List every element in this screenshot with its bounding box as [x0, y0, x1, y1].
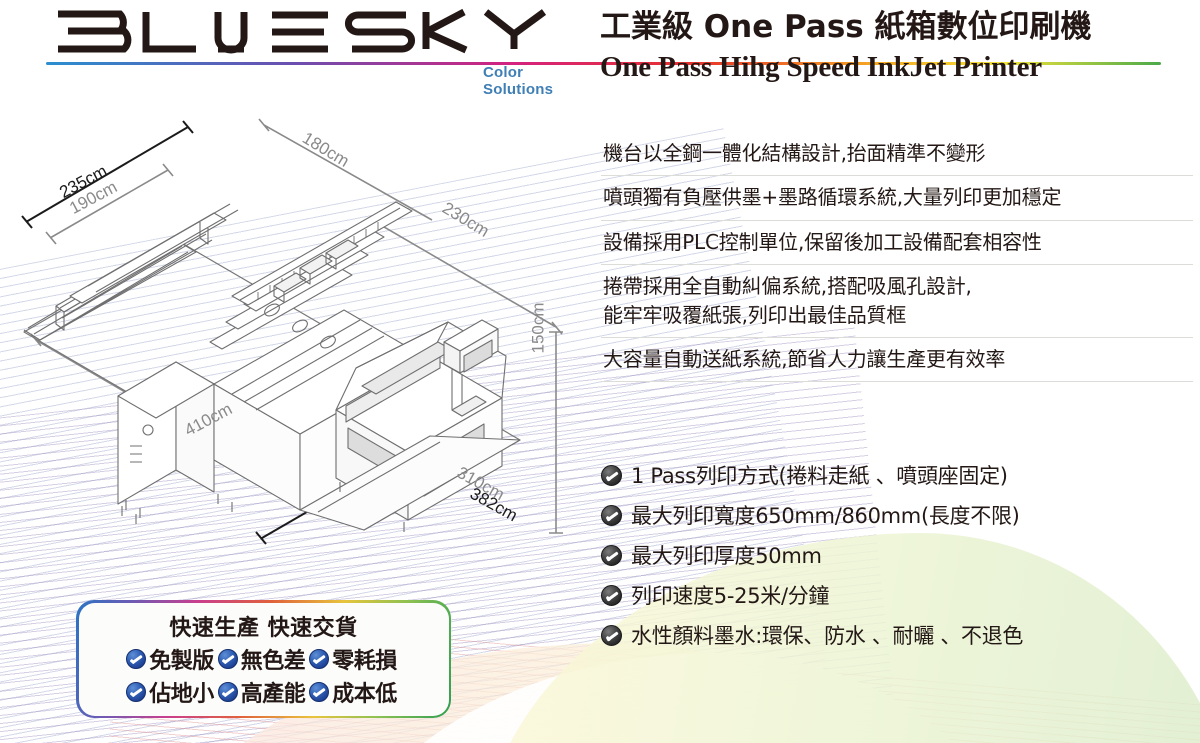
callout-row-2: 佔地小 高產能 成本低 — [126, 676, 401, 708]
feature-text: 大容量自動送紙系統,節省人力讓生產更有效率 — [603, 346, 1006, 371]
feature-row: 噴頭獨有負壓供墨+墨路循環系統,大量列印更加穩定 — [601, 176, 1193, 221]
check-badge-blue-icon — [126, 682, 147, 702]
feature-text: 設備採用PLC控制單位,保留後加工設備配套相容性 — [603, 229, 1042, 254]
dim-150cm: 150cm — [528, 302, 548, 354]
feature-row: 大容量自動送紙系統,節省人力讓生產更有效率 — [601, 338, 1193, 383]
callout-item: 無色差 — [217, 643, 310, 675]
callout-item: 高產能 — [217, 676, 310, 708]
spec-row: 1 Pass列印方式(捲料走紙 、噴頭座固定) — [601, 455, 1196, 495]
callout-label: 免製版 — [149, 649, 214, 674]
feature-list: 機台以全鋼一體化結構設計,抬面精準不變形 噴頭獨有負壓供墨+墨路循環系統,大量列… — [601, 132, 1193, 383]
poster-header: Color Solutions 工業級 One Pass 紙箱數位印刷機 One… — [0, 0, 1200, 110]
check-badge-icon — [601, 544, 622, 566]
spec-list: 1 Pass列印方式(捲料走紙 、噴頭座固定) 最大列印寬度650mm/860m… — [601, 455, 1196, 655]
check-badge-icon — [601, 504, 622, 526]
check-badge-blue-icon — [217, 682, 238, 702]
callout-item: 成本低 — [309, 676, 401, 708]
feature-text: 噴頭獨有負壓供墨+墨路循環系統,大量列印更加穩定 — [603, 185, 1062, 210]
check-badge-icon — [601, 624, 622, 646]
feature-row: 捲帶採用全自動糾偏系統,搭配吸風孔設計, 能牢牢吸覆紙張,列印出最佳品質框 — [601, 265, 1193, 338]
callout-label: 成本低 — [332, 682, 397, 707]
printer-isometric-drawing-icon — [21, 118, 563, 545]
feature-text: 捲帶採用全自動糾偏系統,搭配吸風孔設計, 能牢牢吸覆紙張,列印出最佳品質框 — [603, 274, 972, 327]
machine-diagram: 235cm 190cm 180cm 230cm 150cm 410cm 310c… — [0, 110, 600, 570]
check-badge-blue-icon — [217, 649, 238, 669]
callout-title: 快速生產 快速交貨 — [169, 616, 358, 641]
bluesky-logo: Color Solutions — [28, 4, 1161, 98]
callout-item: 零耗損 — [309, 643, 401, 675]
page-title-en: One Pass Hihg Speed InkJet Printer — [600, 50, 1042, 83]
spec-row: 水性顏料墨水:環保、防水 、耐曬 、不退色 — [601, 615, 1196, 655]
callout-label: 零耗損 — [332, 649, 397, 674]
callout-item: 免製版 — [126, 643, 218, 675]
spec-row: 最大列印厚度50mm — [601, 535, 1196, 575]
feature-text: 機台以全鋼一體化結構設計,抬面精準不變形 — [603, 141, 986, 165]
callout-gradient-border: 快速生產 快速交貨 免製版 無色差 零耗損 — [76, 600, 451, 718]
page-title-cn: 工業級 One Pass 紙箱數位印刷機 — [600, 9, 1092, 45]
spec-text: 最大列印寬度650mm/860mm(長度不限) — [631, 504, 1020, 528]
callout-label: 佔地小 — [149, 682, 214, 707]
benefits-callout-box: 快速生產 快速交貨 免製版 無色差 零耗損 — [76, 600, 451, 718]
feature-row: 設備採用PLC控制單位,保留後加工設備配套相容性 — [601, 221, 1193, 266]
callout-row-1: 免製版 無色差 零耗損 — [126, 643, 401, 675]
spec-text: 1 Pass列印方式(捲料走紙 、噴頭座固定) — [631, 464, 1008, 488]
logo-gradient-rule — [46, 62, 1161, 65]
check-badge-blue-icon — [309, 649, 330, 669]
check-badge-icon — [601, 584, 622, 606]
spec-row: 最大列印寬度650mm/860mm(長度不限) — [601, 495, 1196, 535]
check-badge-blue-icon — [126, 649, 147, 669]
title-block: 工業級 One Pass 紙箱數位印刷機 One Pass Hihg Speed… — [600, 8, 1200, 86]
spec-row: 列印速度5-25米/分鐘 — [601, 575, 1196, 615]
bluesky-wordmark-icon — [58, 8, 547, 54]
callout-label: 無色差 — [240, 649, 306, 674]
feature-row: 機台以全鋼一體化結構設計,抬面精準不變形 — [601, 132, 1193, 177]
callout-label: 高產能 — [240, 682, 306, 707]
check-badge-blue-icon — [309, 682, 330, 702]
callout-item: 佔地小 — [126, 676, 218, 708]
logo-tagline: Color Solutions — [483, 64, 554, 98]
spec-text: 水性顏料墨水:環保、防水 、耐曬 、不退色 — [631, 624, 1024, 648]
spec-text: 列印速度5-25米/分鐘 — [631, 584, 830, 608]
callout-content: 快速生產 快速交貨 免製版 無色差 零耗損 — [78, 602, 449, 716]
spec-text: 最大列印厚度50mm — [631, 544, 822, 568]
check-badge-icon — [601, 464, 622, 486]
